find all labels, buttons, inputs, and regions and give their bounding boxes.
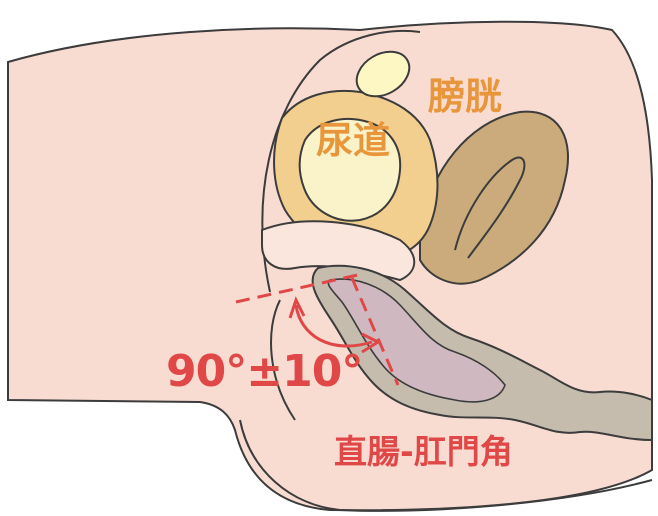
anorectal-angle-label: 直腸-肛門角 [334, 425, 513, 473]
urethra-label: 尿道 [316, 110, 390, 164]
bladder-label: 膀胱 [428, 66, 502, 120]
angle-value-label: 90°±10° [166, 346, 362, 397]
